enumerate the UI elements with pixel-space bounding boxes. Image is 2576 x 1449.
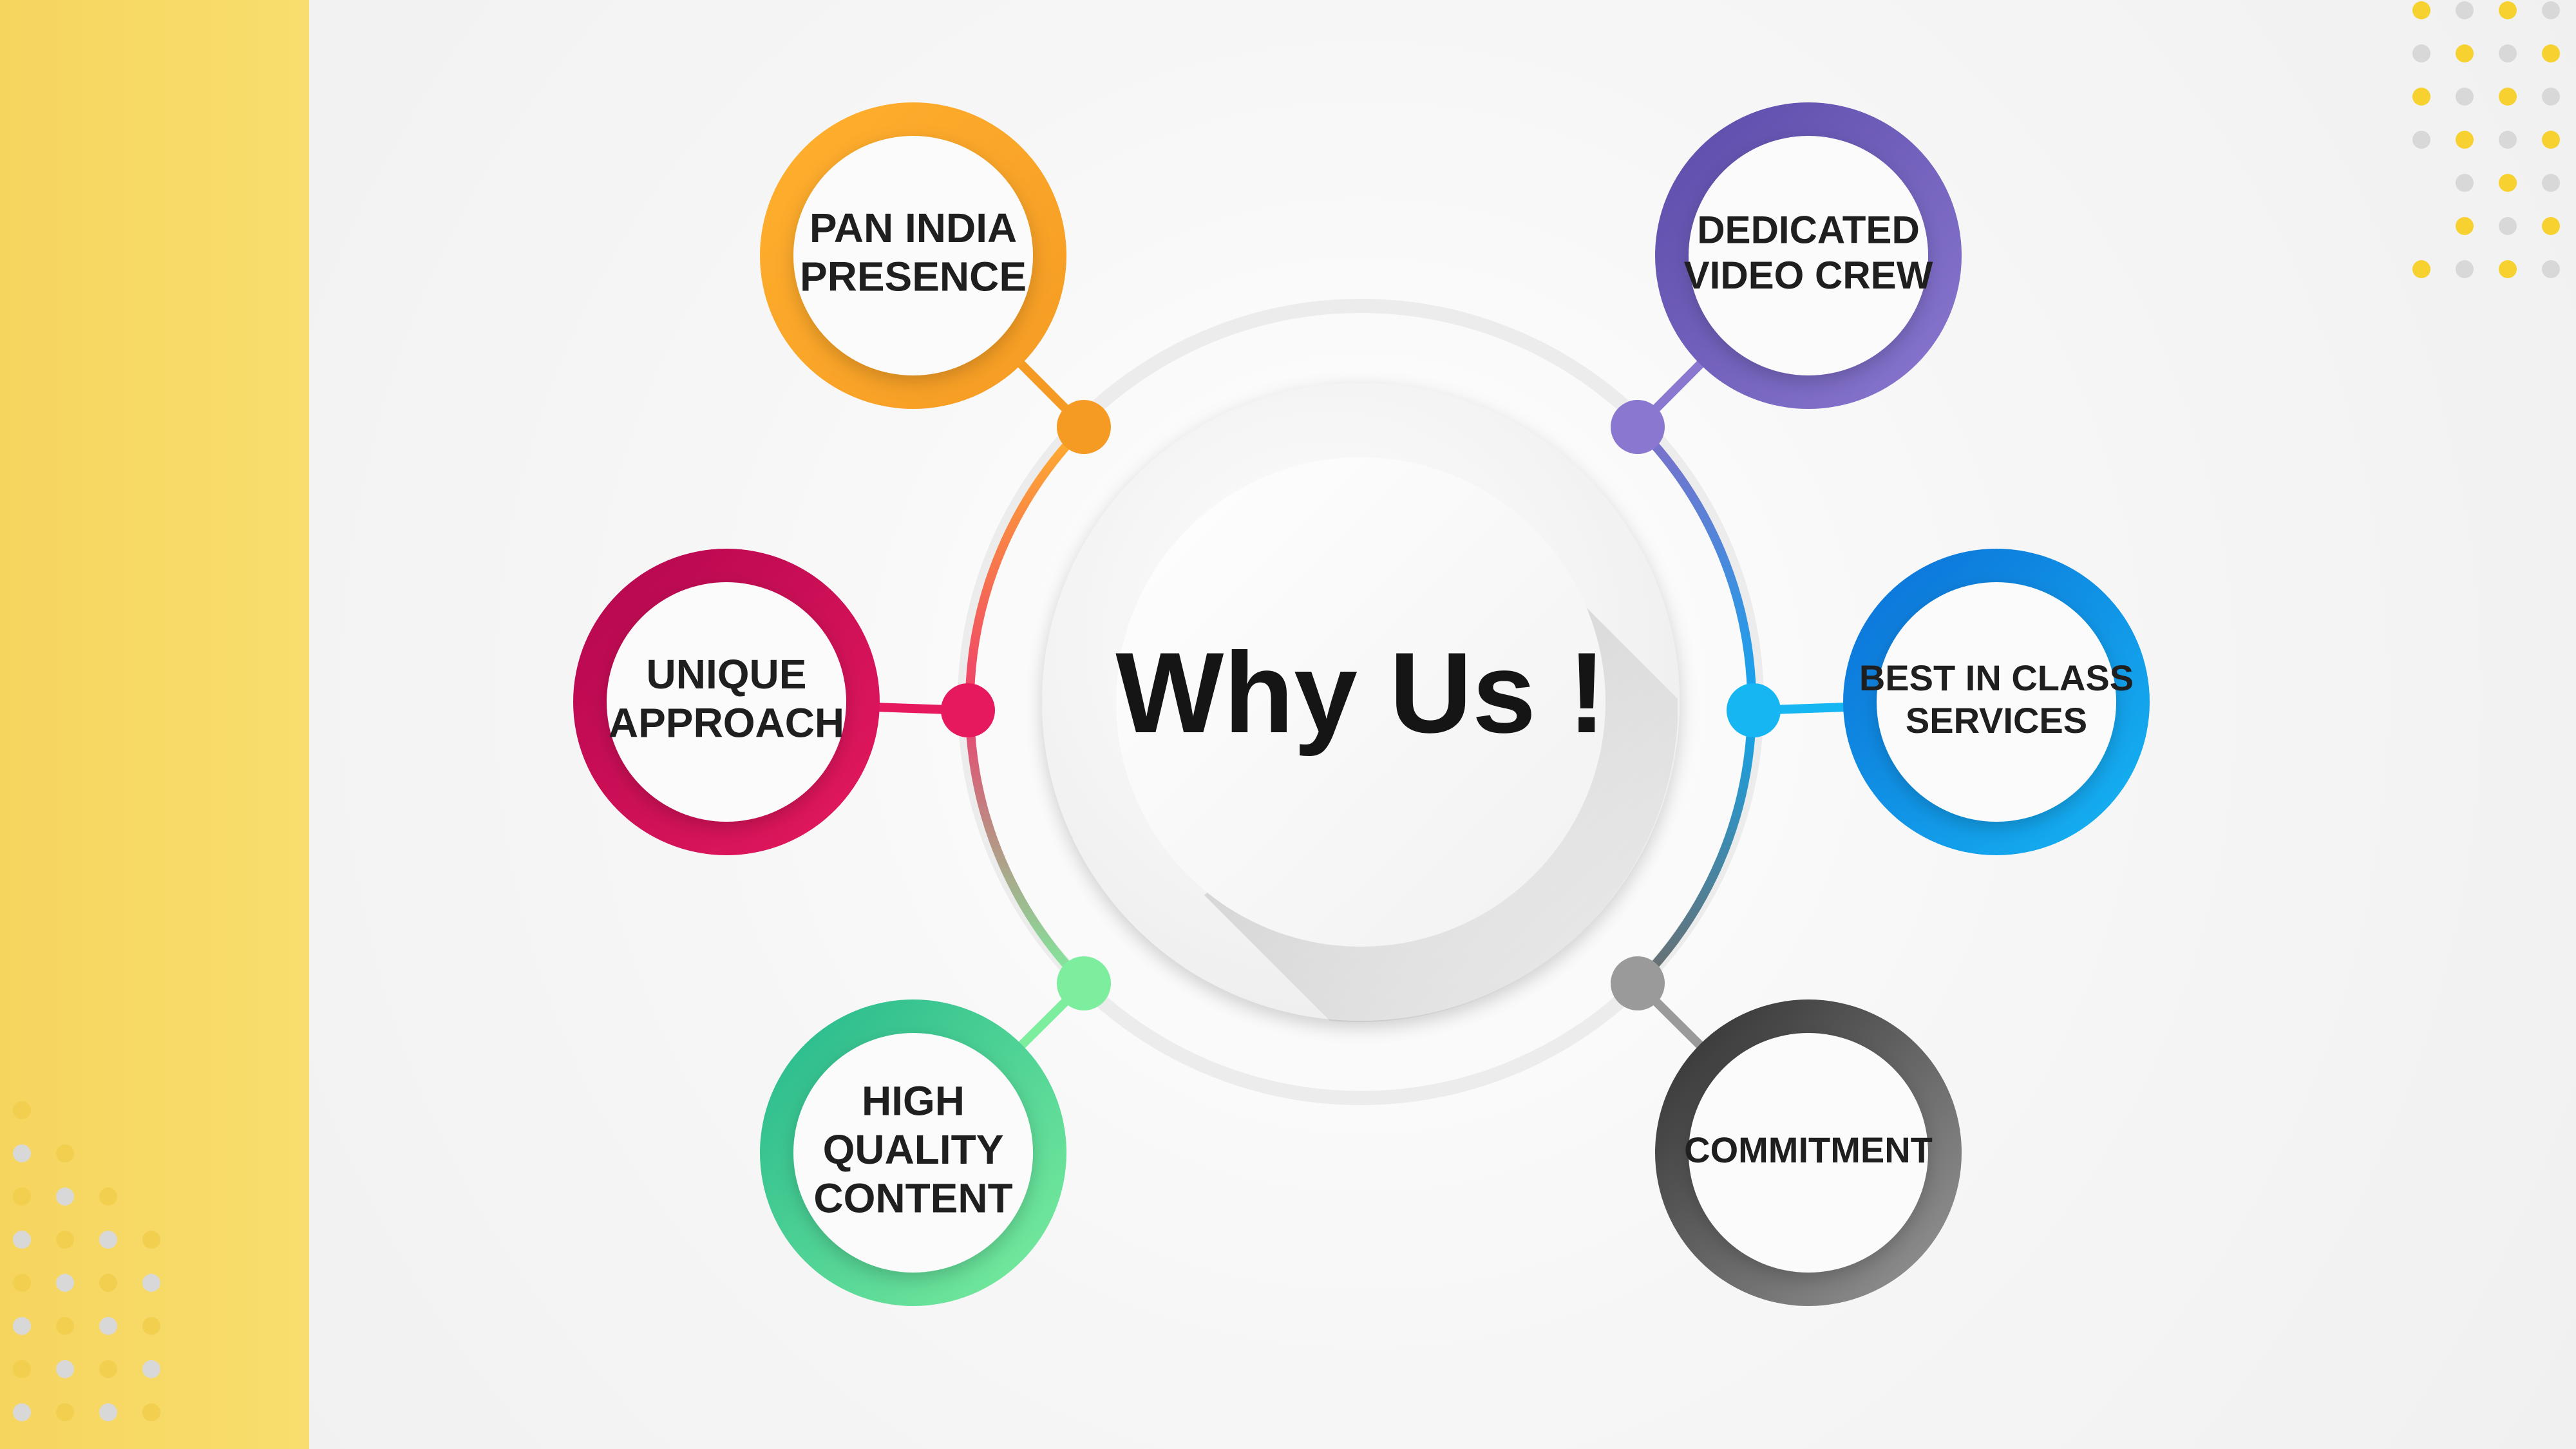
decorative-dot [2499, 131, 2517, 149]
junction-dot [941, 683, 995, 737]
decorative-dot [56, 1317, 74, 1335]
decorative-dot [13, 1360, 31, 1378]
decorative-dot [56, 1360, 74, 1378]
center-title: Why Us ! [1115, 629, 1605, 757]
decorative-dot [56, 1188, 74, 1206]
node-label-line: PAN INDIA [810, 205, 1017, 251]
decorative-dot [2499, 260, 2517, 278]
decorative-dot [2542, 88, 2560, 106]
node-label-line: APPROACH [609, 700, 844, 746]
decorative-dot [13, 1231, 31, 1249]
decorative-dot [13, 1403, 31, 1421]
decorative-dot [2499, 174, 2517, 192]
decorative-dot [2456, 44, 2474, 62]
node-face [793, 1033, 1033, 1273]
feature-node-commitment: COMMITMENT [1611, 956, 1962, 1306]
decorative-dot [2499, 44, 2517, 62]
junction-dot [1611, 400, 1665, 454]
decorative-dot [142, 1231, 160, 1249]
decorative-dot [99, 1360, 117, 1378]
decorative-dot [2456, 217, 2474, 235]
decorative-dot [99, 1231, 117, 1249]
decorative-dot [2542, 174, 2560, 192]
decorative-dot [2412, 88, 2430, 106]
decorative-dot [99, 1274, 117, 1292]
node-label-line: QUALITY [823, 1126, 1004, 1173]
decorative-dot [2542, 131, 2560, 149]
decorative-dot [56, 1403, 74, 1421]
decorative-dot [2499, 88, 2517, 106]
decorative-dot [2542, 217, 2560, 235]
decorative-dot [2499, 1, 2517, 19]
decorative-dot [2412, 131, 2430, 149]
decorative-dot [2499, 217, 2517, 235]
node-label-line: PRESENCE [800, 254, 1027, 300]
decorative-dot [142, 1274, 160, 1292]
left-accent-band [0, 0, 309, 1449]
decorative-dot [2456, 260, 2474, 278]
junction-dot [1727, 683, 1781, 737]
node-face [1689, 136, 1928, 375]
node-label-line: HIGH [862, 1077, 965, 1124]
node-face [1689, 1033, 1928, 1273]
node-label-line: VIDEO CREW [1684, 254, 1933, 297]
node-label-line: SERVICES [1906, 700, 2087, 741]
node-label-line: BEST IN CLASS [1859, 658, 2134, 698]
decorative-dot [13, 1188, 31, 1206]
decorative-dot [2456, 174, 2474, 192]
decorative-dot [2412, 44, 2430, 62]
junction-dot [1057, 400, 1111, 454]
node-label-line: DEDICATED [1697, 208, 1920, 251]
decorative-dot [99, 1317, 117, 1335]
decorative-dot [2456, 1, 2474, 19]
decorative-dot [56, 1231, 74, 1249]
decorative-dot [142, 1360, 160, 1378]
junction-dot [1611, 956, 1665, 1010]
decorative-dot [2456, 131, 2474, 149]
node-face [607, 582, 846, 822]
decorative-dot [13, 1144, 31, 1162]
decorative-dot [2542, 260, 2560, 278]
node-label-line: COMMITMENT [1684, 1130, 1933, 1170]
decorative-dot [13, 1101, 31, 1119]
decorative-dot [99, 1188, 117, 1206]
decorative-dot [2542, 44, 2560, 62]
node-label-line: UNIQUE [647, 651, 807, 697]
decorative-dot [56, 1274, 74, 1292]
decorative-dot [2412, 1, 2430, 19]
node-face [1877, 582, 2116, 822]
node-face [793, 136, 1033, 375]
node-label-line: CONTENT [813, 1175, 1012, 1221]
decorative-dot [142, 1317, 160, 1335]
junction-dot [1057, 956, 1111, 1010]
decorative-dot [2542, 1, 2560, 19]
decorative-dot [56, 1144, 74, 1162]
decorative-dot [99, 1403, 117, 1421]
decorative-dot [13, 1274, 31, 1292]
decorative-dot [2412, 260, 2430, 278]
decorative-dot [13, 1317, 31, 1335]
decorative-dot [142, 1403, 160, 1421]
decorative-dot [2456, 88, 2474, 106]
center-hub [1042, 383, 1680, 1023]
